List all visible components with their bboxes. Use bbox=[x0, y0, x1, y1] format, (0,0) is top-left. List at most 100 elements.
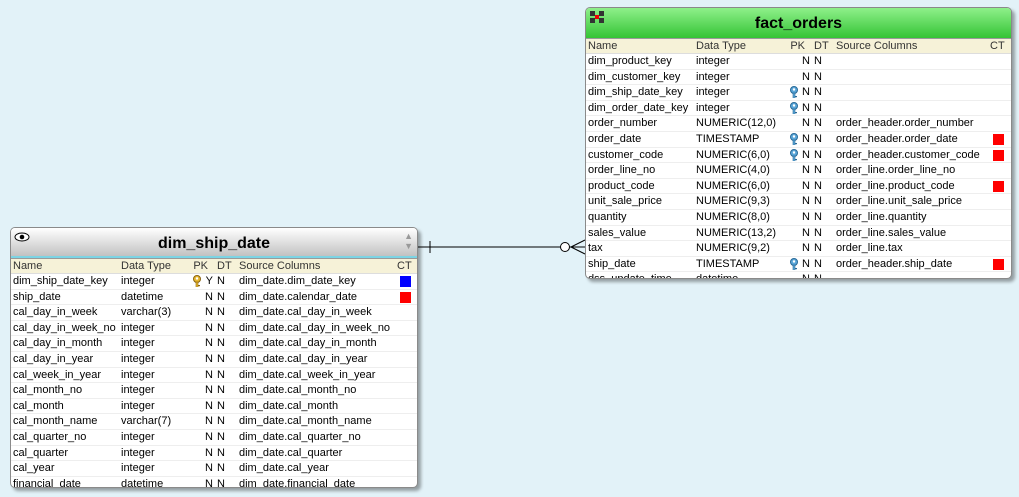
header-pk: PK bbox=[193, 260, 208, 272]
column-name: sales_value bbox=[588, 226, 647, 239]
column-pk: N bbox=[786, 132, 813, 147]
column-pk: N bbox=[189, 399, 216, 414]
eye-icon[interactable] bbox=[14, 232, 30, 242]
column-data-type: integer bbox=[696, 70, 730, 83]
dim-ship-date-title-bar[interactable]: dim_ship_date ▲▼ bbox=[11, 228, 417, 259]
column-pk: N bbox=[786, 194, 813, 209]
column-source: dim_date.cal_day_in_week_no bbox=[239, 321, 391, 334]
header-data-type: Data Type bbox=[696, 40, 746, 52]
column-source: dim_date.dim_date_key bbox=[239, 275, 356, 287]
column-pk: N bbox=[786, 226, 813, 241]
column-dt: N bbox=[217, 368, 225, 381]
foreign-key-icon bbox=[790, 132, 798, 145]
column-dt: N bbox=[814, 132, 822, 145]
column-dt: N bbox=[217, 384, 225, 397]
column-type-color-marker bbox=[400, 276, 411, 287]
pk-value: Y bbox=[205, 275, 213, 287]
header-name: Name bbox=[13, 260, 43, 272]
column-data-type: TIMESTAMP bbox=[696, 257, 760, 270]
table-row[interactable]: dss_update_timedatetimeNN bbox=[586, 272, 1011, 278]
column-source: order_header.customer_code bbox=[836, 148, 980, 161]
column-dt: N bbox=[217, 430, 225, 443]
pk-value: N bbox=[205, 321, 213, 334]
column-ct bbox=[988, 101, 1008, 116]
pk-value: N bbox=[802, 70, 810, 83]
column-pk: N bbox=[189, 352, 216, 367]
column-data-type: varchar(7) bbox=[121, 415, 172, 428]
column-data-type: integer bbox=[121, 321, 155, 334]
foreign-key-icon bbox=[790, 86, 798, 99]
pk-value: N bbox=[802, 164, 810, 177]
column-pk: N bbox=[189, 461, 216, 476]
column-data-type: integer bbox=[121, 462, 155, 475]
scroll-arrows-icon[interactable]: ▲▼ bbox=[404, 231, 413, 251]
column-ct bbox=[988, 272, 1008, 278]
column-data-type: datetime bbox=[121, 477, 164, 488]
header-ct: CT bbox=[990, 40, 1005, 52]
column-source: dim_date.financial_date bbox=[239, 477, 356, 488]
column-source: dim_date.calendar_date bbox=[239, 290, 358, 303]
column-pk: N bbox=[189, 290, 216, 305]
column-dt: N bbox=[217, 290, 225, 303]
column-data-type: integer bbox=[121, 446, 155, 459]
column-pk: N bbox=[189, 321, 216, 336]
column-name: cal_month bbox=[13, 399, 64, 412]
column-data-type: datetime bbox=[694, 272, 786, 278]
column-pk: N bbox=[786, 163, 813, 178]
column-source: dim_date.cal_month_name bbox=[239, 415, 372, 428]
column-pk: N bbox=[189, 414, 216, 429]
column-dt: N bbox=[814, 70, 822, 83]
header-pk: PK bbox=[790, 40, 805, 52]
column-ct bbox=[988, 132, 1008, 147]
pk-value: N bbox=[205, 446, 213, 459]
header-dt: DT bbox=[814, 40, 829, 52]
column-dt: N bbox=[814, 86, 822, 99]
dim-ship-date-table[interactable]: dim_ship_date ▲▼ Name Data Type PK DT So… bbox=[10, 227, 418, 488]
column-name: cal_day_in_month bbox=[13, 337, 103, 350]
fact-orders-title-bar[interactable]: fact_orders bbox=[586, 8, 1011, 39]
column-data-type: NUMERIC(9,3) bbox=[696, 195, 770, 208]
column-source: dim_date.cal_day_in_year bbox=[239, 352, 368, 365]
column-dt: N bbox=[814, 148, 822, 161]
pk-value: N bbox=[802, 195, 810, 208]
column-data-type: integer bbox=[121, 275, 155, 287]
fact-orders-column-headers: Name Data Type PK DT Source Columns CT bbox=[586, 39, 1011, 54]
column-source: order_line.tax bbox=[836, 242, 903, 255]
header-name: Name bbox=[588, 40, 618, 52]
column-data-type: integer bbox=[696, 101, 730, 114]
fact-orders-table[interactable]: fact_orders Name Data Type PK DT Source … bbox=[585, 7, 1012, 279]
column-name: cal_day_in_week_no bbox=[13, 321, 116, 334]
column-ct bbox=[988, 179, 1008, 194]
column-pk: N bbox=[189, 336, 216, 351]
